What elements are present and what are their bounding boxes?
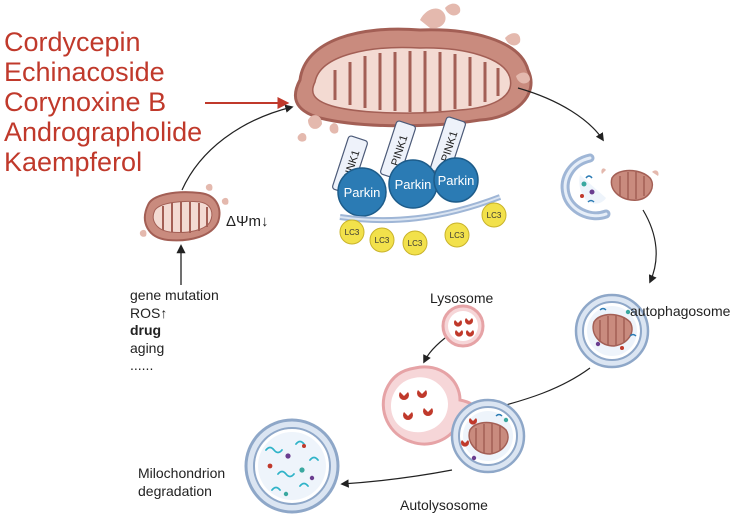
membrane-potential-label: ΔΨm↓: [226, 213, 269, 230]
causes-list: gene mutation ROS↑ drug aging ......: [130, 287, 219, 375]
cause-item: ......: [130, 357, 154, 373]
small-mitochondrion: [139, 183, 229, 242]
autophagosome: [574, 293, 650, 369]
arrow-to-damaged-mito: [181, 104, 294, 191]
autolysosome: [381, 365, 526, 474]
degradation-label-line2: degradation: [138, 483, 212, 499]
lc3-group: LC3 LC3 LC3 LC3 LC3: [339, 202, 507, 256]
drug-item: Echinacoside: [4, 57, 165, 87]
arrow-to-phagophore: [517, 87, 604, 142]
lc3-label: LC3: [345, 228, 360, 237]
drug-item: Andrographolide: [4, 117, 203, 147]
drug-list: Cordycepin Echinacoside Corynoxine B And…: [4, 27, 202, 177]
drug-item: Kaempferol: [4, 147, 143, 177]
degradation-vesicle: [244, 418, 340, 514]
damaged-mitochondrion: [293, 3, 533, 142]
cause-item: aging: [130, 339, 165, 356]
arrow-to-autophagosome: [642, 209, 657, 284]
cause-item: ROS↑: [130, 304, 168, 321]
lysosome-label: Lysosome: [430, 290, 494, 306]
drug-item: Corynoxine B: [4, 87, 167, 117]
lc3-label: LC3: [375, 236, 390, 245]
cause-item: gene mutation: [130, 287, 219, 303]
cause-item: drug: [130, 322, 162, 338]
phagophore-membrane: [339, 194, 502, 224]
lc3-label: LC3: [408, 239, 423, 248]
lc3-label: LC3: [450, 231, 465, 240]
pink1-group: PINK1 PINK1 PINK1: [332, 116, 466, 195]
lc3-label: LC3: [487, 211, 502, 220]
parkin-label: Parkin: [438, 173, 475, 188]
parkin-group: Parkin Parkin Parkin: [337, 157, 479, 217]
drug-item: Cordycepin: [4, 27, 141, 57]
arrow-autophagosome-to-fusion: [493, 367, 591, 411]
arrow-to-degradation: [340, 469, 453, 488]
degradation-label-line1: Milochondrion: [138, 465, 225, 481]
phagophore-engulfing: [560, 153, 659, 221]
lysosome: [441, 304, 485, 348]
parkin-label: Parkin: [344, 185, 381, 200]
autolysosome-label: Autolysosome: [400, 497, 488, 513]
arrow-lysosome-to-fusion: [423, 337, 446, 364]
autophagosome-label: autophagosome: [630, 303, 731, 319]
parkin-label: Parkin: [395, 177, 432, 192]
